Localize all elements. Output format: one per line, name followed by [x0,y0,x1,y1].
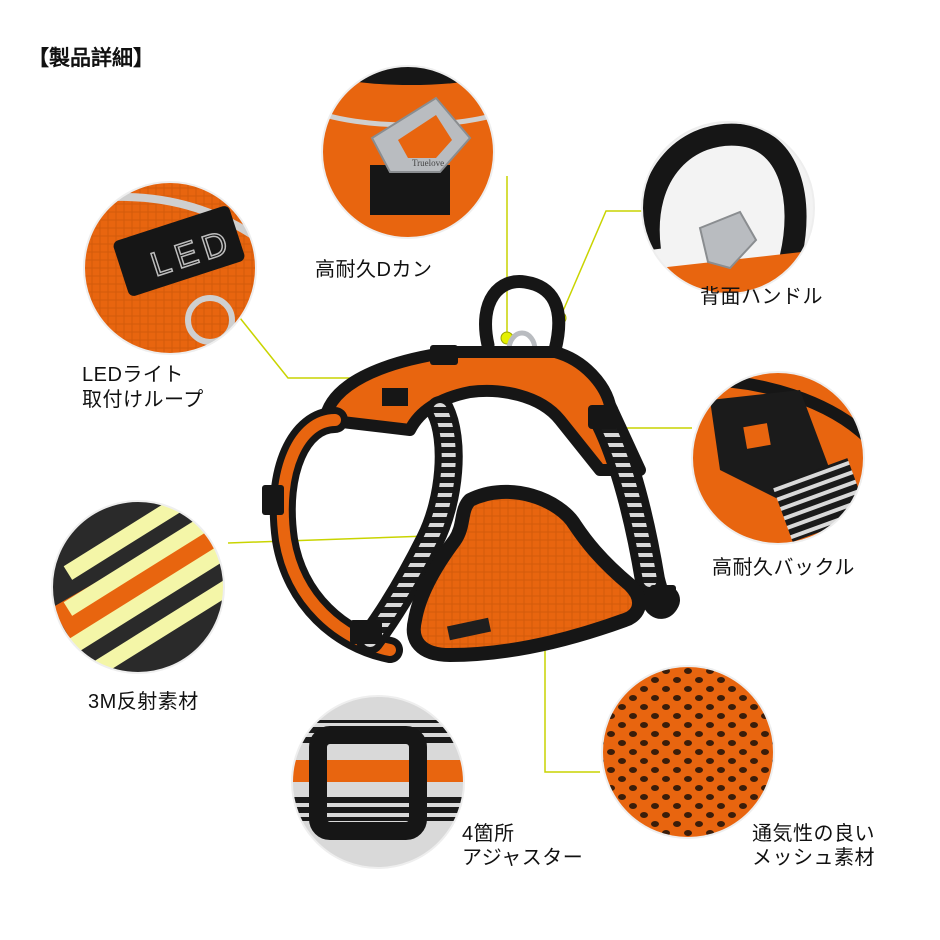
detail-circle-reflective [52,501,224,673]
label-mesh-line1: 通気性の良い [752,823,875,845]
page-title: 【製品詳細】 [28,47,154,70]
harness-main [262,275,680,663]
adjuster-bottom [350,620,382,644]
callout-line-handle [559,210,644,319]
label-d-ring: 高耐久Dカン [315,259,433,281]
detail-circle-led-loop: LED [84,182,256,354]
logo-patch [382,388,408,406]
callout-line-reflective [227,535,429,544]
buckle-right [588,405,618,429]
buckle-top-left [430,345,458,365]
d-ring-brand-text: Truelove [412,158,444,168]
detail-circle-adjuster [292,696,464,868]
label-buckle: 高耐久バックル [712,557,855,579]
handle-loop [479,275,566,357]
label-mesh-line2: メッシュ素材 [752,847,875,869]
label-adjuster-line1: 4箇所 [462,823,515,845]
adjuster-left [262,485,284,515]
label-reflective: 3M反射素材 [88,691,199,713]
label-led-line2: 取付けループ [82,389,204,411]
detail-circle-mesh [602,666,774,838]
chest-label [447,617,491,641]
label-led-line1: LEDライト [82,364,184,386]
label-handle: 背面ハンドル [700,286,823,308]
chest-plate [406,484,646,662]
detail-circle-handle [642,122,814,294]
detail-circle-d-ring: Truelove [322,66,494,238]
adjuster-right [650,585,676,611]
label-adjuster-line2: アジャスター [462,847,584,869]
